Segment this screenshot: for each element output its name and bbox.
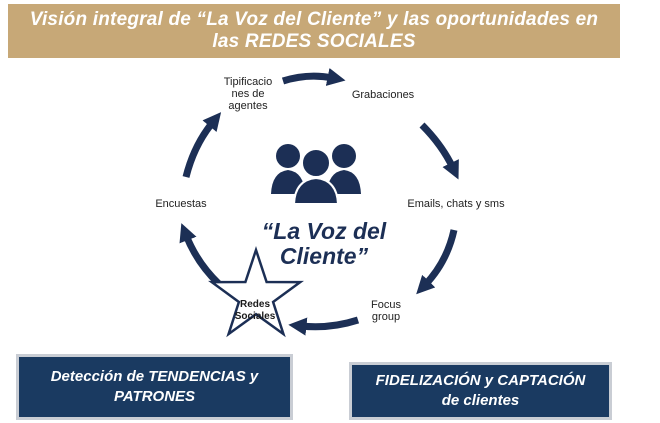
node-focus: Focus group [371, 299, 401, 323]
star-shape [208, 246, 304, 338]
title-banner: Visión integral de “La Voz del Cliente” … [8, 4, 620, 58]
center-title: “La Voz del Cliente” [261, 218, 387, 269]
tendencias-text: Detección de TENDENCIAS y PATRONES [50, 368, 259, 405]
node-grabaciones: Grabaciones [351, 89, 415, 101]
cycle-arrow-encuestas-to-tipificaciones [182, 112, 222, 178]
cycle-arrow-tipificaciones-to-grabaciones [281, 68, 346, 86]
fidelizacion-box: FIDELIZACIÓN y CAPTACIÓN de clientes [349, 362, 612, 420]
cycle-arrow-focus-to-star [288, 316, 360, 336]
cycle-arrow-star-to-encuestas [179, 223, 222, 287]
node-encuestas: Encuestas [155, 198, 207, 210]
page-title: Visión integral de “La Voz del Cliente” … [29, 9, 599, 52]
star-label: Redes Sociales [234, 299, 276, 322]
fidelizacion-text: FIDELIZACIÓN y CAPTACIÓN de clientes [375, 372, 586, 409]
cycle-arrow-grabaciones-to-emails [419, 122, 459, 180]
node-tipificaciones: Tipificacio nes de agentes [223, 76, 273, 112]
people-icon [271, 144, 361, 205]
cycle-arrow-emails-to-focus [416, 229, 458, 295]
tendencias-box: Detección de TENDENCIAS y PATRONES [16, 354, 293, 420]
node-emails: Emails, chats y sms [407, 198, 505, 210]
